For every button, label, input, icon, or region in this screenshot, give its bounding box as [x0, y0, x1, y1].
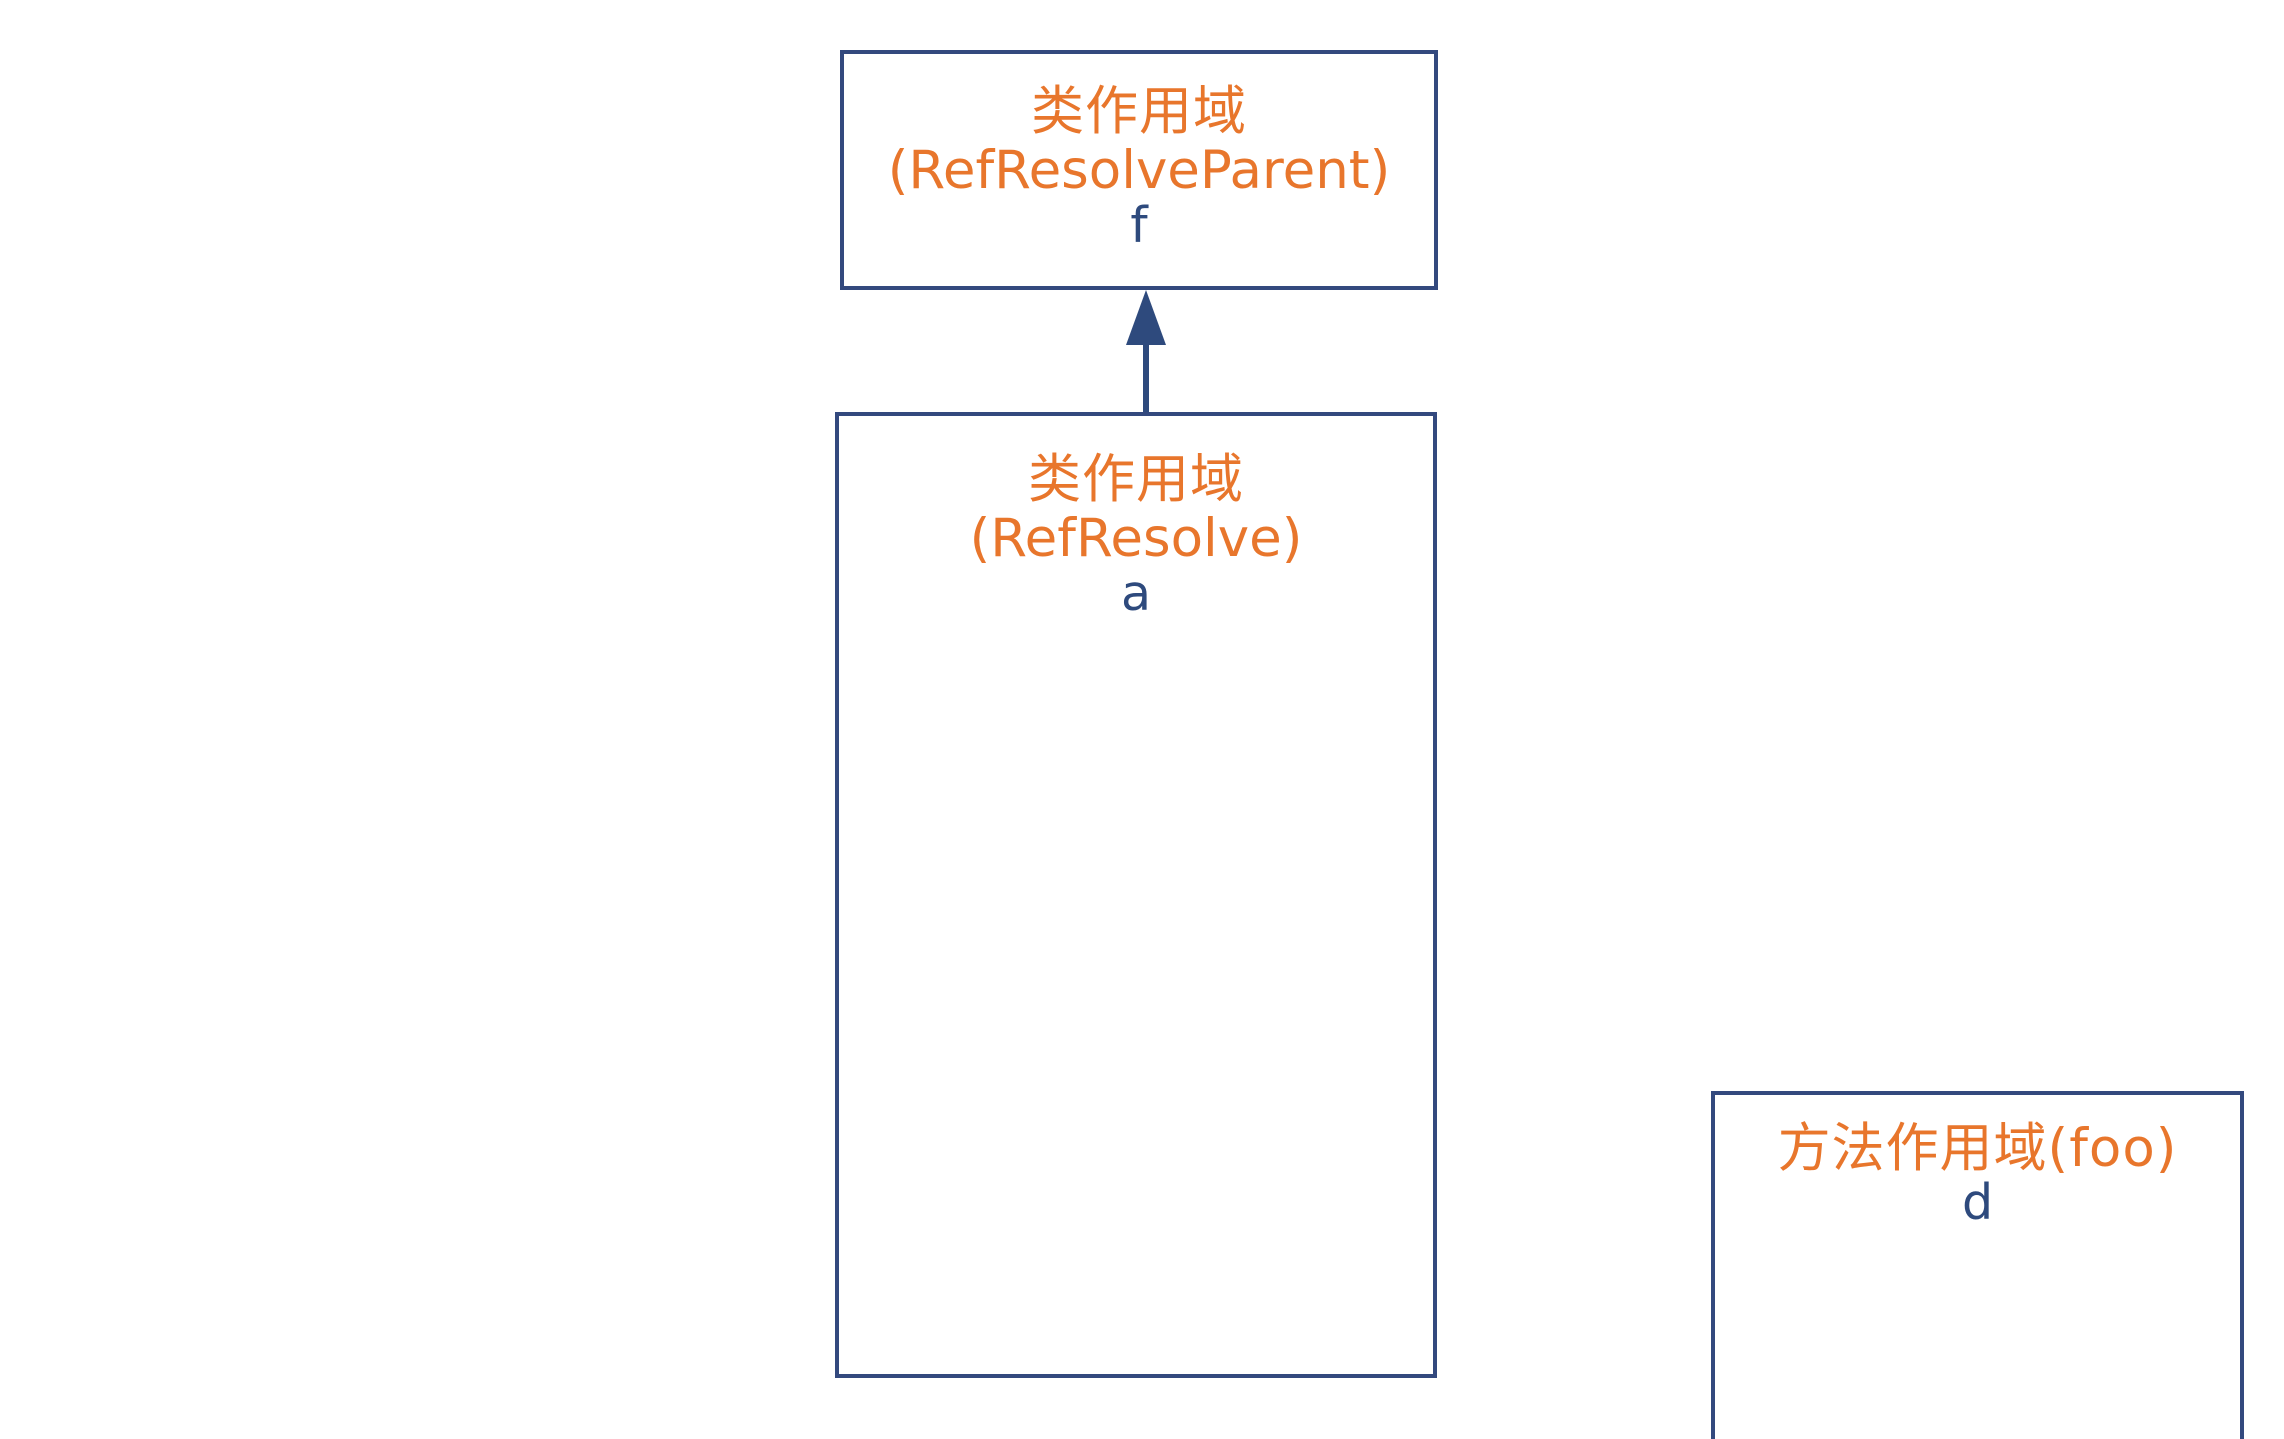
scope-subtitle-refresolve: (RefResolve) — [969, 508, 1303, 570]
scope-subtitle-parent: (RefResolveParent) — [887, 140, 1391, 202]
scope-title-parent: 类作用域 — [1031, 81, 1247, 142]
inheritance-arrow — [1126, 288, 1166, 416]
scope-label-group-method: 方法作用域(foo) d — [1715, 1118, 2240, 1232]
scope-title-method-foo: 方法作用域(foo) — [1777, 1118, 2178, 1179]
variable-refresolve-a: a — [1120, 564, 1152, 622]
arrow-head-icon — [1126, 290, 1166, 345]
scope-box-method-foo: 方法作用域(foo) d 方法体作用域 b a c — [1711, 1091, 2244, 1439]
variable-parent-f: f — [1130, 196, 1148, 254]
scope-box-class-refresolveparent: 类作用域 (RefResolveParent) f — [840, 50, 1438, 290]
arrow-shaft — [1143, 338, 1149, 416]
scope-box-class-refresolve: 类作用域 (RefResolve) a 方法作用域(foo) d 方法体作用域 … — [835, 412, 2244, 1439]
scope-label-group-parent: 类作用域 (RefResolveParent) f — [844, 82, 1434, 250]
variable-method-d: d — [1961, 1174, 1994, 1232]
scope-title-refresolve: 类作用域 — [1028, 449, 1244, 510]
scope-label-group-refresolve: 类作用域 (RefResolve) a — [839, 450, 1433, 618]
